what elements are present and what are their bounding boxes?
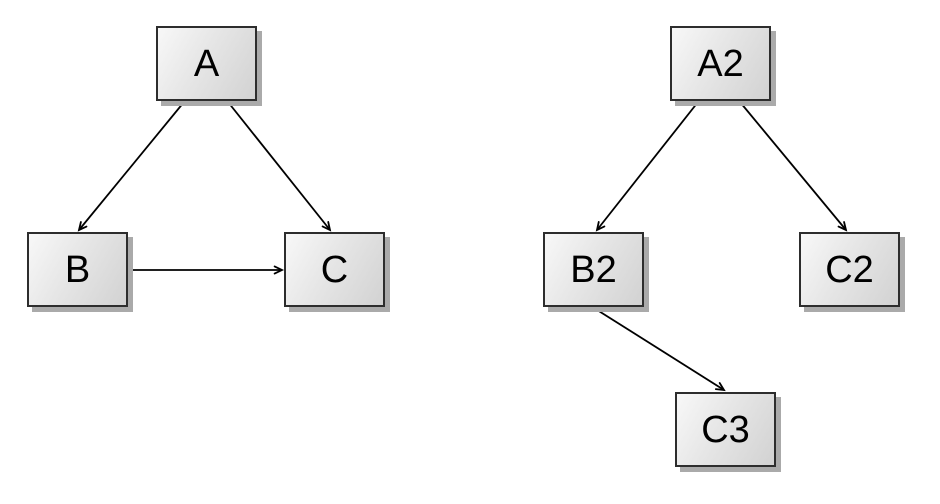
node-label-c3: C3 [701, 408, 750, 451]
node-c2: C2 [799, 232, 900, 307]
node-b: B [27, 232, 128, 307]
node-a2: A2 [670, 26, 771, 101]
edge-a-to-b [77, 101, 185, 232]
node-label-b: B [64, 248, 91, 291]
node-label-c: C [320, 248, 349, 291]
node-c: C [284, 232, 385, 307]
node-label-a: A [193, 42, 220, 85]
node-a: A [156, 26, 257, 101]
node-c3: C3 [675, 392, 776, 467]
edge-group [77, 101, 848, 392]
edge-a2-to-c2 [739, 101, 848, 232]
node-label-c2: C2 [825, 248, 874, 291]
node-label-a2: A2 [697, 42, 744, 85]
edge-a-to-c [227, 101, 332, 232]
node-b2: B2 [543, 232, 644, 307]
edge-a2-to-b2 [595, 101, 699, 232]
edge-b2-to-c3 [593, 307, 726, 392]
node-label-b2: B2 [570, 248, 617, 291]
